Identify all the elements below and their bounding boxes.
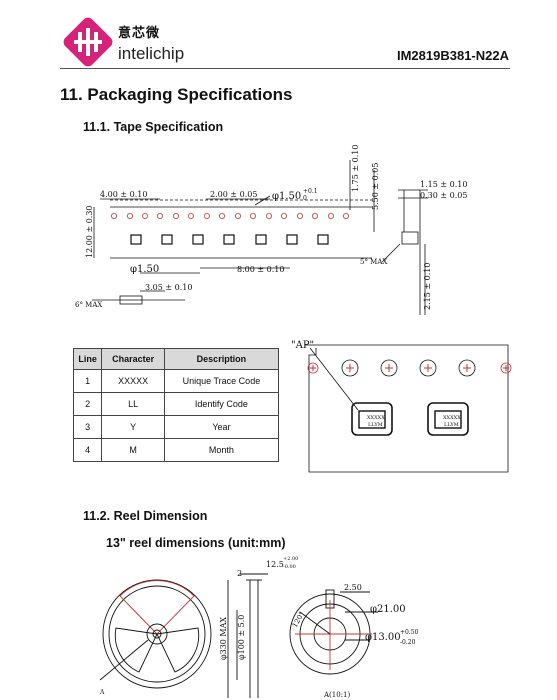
cell: Identify Code	[163, 392, 280, 416]
dim-pitch: 4.00 ± 0.10	[100, 190, 147, 199]
cell: Y	[101, 415, 165, 439]
dim-side-1: 1.15 ± 0.10	[420, 180, 467, 189]
reel-dimension-title: 11.2. Reel Dimension	[83, 509, 208, 523]
reel-gap-tol-lo: -0.00	[283, 564, 296, 570]
reel-hub-dia: φ100 ± 5.0	[237, 615, 246, 660]
reel-flange: 2	[237, 569, 242, 578]
cell: 3	[72, 415, 103, 439]
table-row: 3 Y Year	[72, 415, 280, 439]
dim-side-2: 0.30 ± 0.05	[420, 191, 467, 200]
header-divider	[60, 68, 510, 69]
table-row: 1 XXXXX Unique Trace Code	[72, 369, 280, 393]
brand-chinese-name: 意芯微	[118, 26, 161, 41]
cell: Month	[163, 438, 280, 462]
dim-side-angle: 5° MAX	[360, 258, 387, 266]
reel-dimension-subtitle: 13" reel dimensions (unit:mm)	[106, 536, 286, 550]
dim-width: 12.00 ± 0.30	[85, 205, 94, 258]
table-row: 2 LL Identify Code	[72, 392, 280, 416]
table-row: 4 M Month	[72, 438, 280, 462]
col-character: Character	[101, 348, 165, 370]
reel-detail-title: A(10:1)	[323, 691, 351, 699]
cell: XXXXX	[101, 369, 165, 393]
reel-gap-tol-hi: +2.00	[283, 556, 298, 562]
cell: LL	[101, 392, 165, 416]
reel-d13-hi: +0.50	[400, 629, 419, 636]
reel-gap: 12.5	[266, 560, 284, 569]
dim-pocket-width: 3.05 ± 0.10	[145, 283, 192, 292]
dim-pocket-pitch: 8.00 ± 0.10	[237, 265, 284, 274]
cell: 1	[72, 369, 103, 393]
dim-row: 5.50 ± 0.05	[371, 163, 380, 210]
col-description: Description	[163, 348, 280, 370]
ap-label: "AP"	[291, 340, 314, 351]
reel-outer-dia: φ330 MAX	[219, 617, 228, 660]
reel-slot: 2.50	[344, 583, 362, 592]
dim-edge: 1.75 ± 0.10	[351, 145, 360, 192]
dim-side-height: 2.15 ± 0.10	[423, 263, 432, 310]
reel-d13-lo: -0.20	[400, 639, 416, 646]
tape-drawing: 4.00 ± 0.10 2.00 ± 0.05 φ1.50 +0.1 0 12.…	[75, 145, 467, 315]
brand-name: intelichip	[118, 44, 185, 63]
reel-label-a: A	[99, 689, 105, 696]
dim-hole-to-pocket: 2.00 ± 0.05	[210, 190, 257, 199]
chip-text-1: XXXXX	[367, 415, 385, 421]
marking-table: Line Character Description 1 XXXXX Uniqu…	[72, 348, 280, 462]
chip-text-2: LLYM	[368, 422, 383, 428]
cell: Unique Trace Code	[163, 369, 280, 393]
dim-angle: 6° MAX	[75, 301, 102, 309]
cell: 4	[72, 438, 103, 462]
cell: 2	[72, 392, 103, 416]
tape-spec-title: 11.1. Tape Specification	[83, 120, 224, 134]
reel-d13: φ13.00	[365, 632, 401, 643]
reel-drawing: 12.5 +2.00 -0.00 2 φ330 MAX φ100 ± 5.0 A…	[99, 556, 419, 699]
cell: Year	[163, 415, 280, 439]
dim-pocket-dia: φ1.50	[130, 264, 159, 275]
section-title: 11. Packaging Specifications	[60, 85, 293, 104]
orientation-drawing: "AP" XXXXX LLYM XXXXX LLYM	[291, 340, 512, 473]
reel-d21: φ21.00	[370, 604, 406, 615]
table-header-row: Line Character Description	[72, 348, 280, 370]
col-line: Line	[72, 348, 103, 370]
chip-text-1b: XXXXX	[443, 415, 461, 421]
cell: M	[101, 438, 165, 462]
intelichip-logo	[63, 17, 113, 67]
dim-hole-dia: φ1.50	[272, 191, 301, 202]
dim-hole-tol: +0.1	[303, 188, 318, 195]
chip-text-2b: LLYM	[444, 422, 459, 428]
part-number: IM2819B381-N22A	[396, 48, 509, 63]
dim-hole-tol-low: 0	[303, 195, 307, 202]
